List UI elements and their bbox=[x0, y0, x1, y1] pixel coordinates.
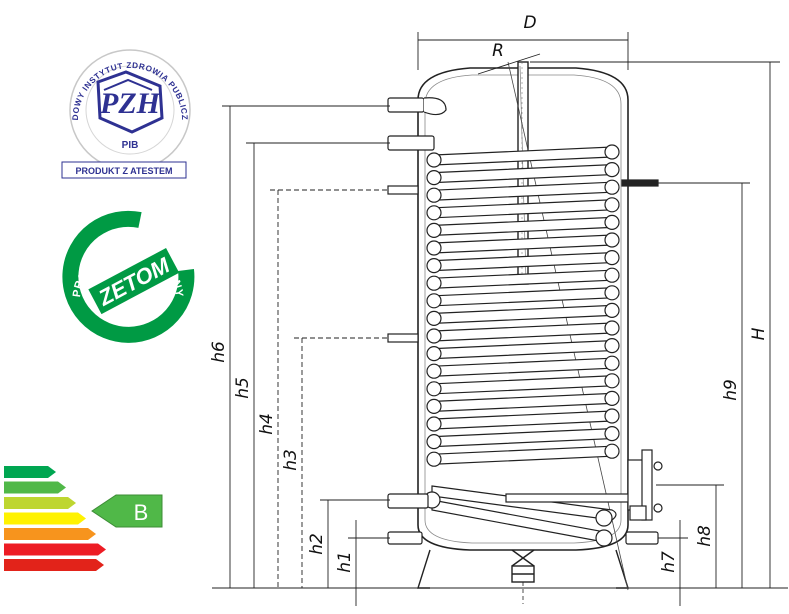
energy-scale-bar bbox=[4, 497, 76, 509]
coil-tube-section-right bbox=[604, 285, 620, 301]
pzh-badge-inner-ring bbox=[85, 65, 175, 155]
coil-tube-section-left bbox=[426, 328, 442, 344]
connection-sensor-upper bbox=[387, 185, 419, 195]
energy-scale-bar bbox=[4, 559, 104, 571]
coil-turn bbox=[433, 357, 613, 377]
zetom-logo-box bbox=[88, 248, 180, 315]
dimension-lines bbox=[222, 32, 780, 606]
connection-circulation bbox=[387, 333, 419, 343]
coil-tube-section-left bbox=[426, 205, 442, 221]
zetom-badge-ring bbox=[62, 210, 195, 343]
coil-tube-section-right bbox=[604, 214, 620, 230]
pzh-monogram-icon bbox=[96, 70, 164, 134]
pipe-connections bbox=[387, 97, 659, 545]
dim-label-R: R bbox=[492, 41, 504, 61]
dim-label-h1: h1 bbox=[335, 551, 355, 573]
coil-turn bbox=[433, 287, 613, 307]
coil-turn bbox=[433, 339, 613, 360]
pzh-banner-box bbox=[61, 161, 187, 179]
coil-turn bbox=[433, 445, 613, 465]
dim-label-h8: h8 bbox=[695, 525, 715, 547]
coil-tube-section-right bbox=[604, 144, 620, 160]
coil-tube-section-right bbox=[604, 320, 620, 336]
energy-efficiency-scale bbox=[4, 466, 106, 571]
dim-R-leader bbox=[477, 53, 541, 75]
coil-tube-section-right bbox=[604, 232, 620, 248]
dim-label-h6: h6 bbox=[209, 341, 229, 363]
lower-heating-coil bbox=[423, 485, 635, 547]
coil-tube-section-left bbox=[426, 416, 442, 432]
coil-tube-section-right bbox=[604, 355, 620, 371]
dim-label-h7: h7 bbox=[659, 551, 679, 573]
heater-element-rod bbox=[505, 493, 635, 503]
coil-turn bbox=[433, 410, 613, 430]
coil-tube-section-left bbox=[426, 310, 442, 326]
energy-scale-bar bbox=[4, 543, 106, 556]
coil-tube-section-left bbox=[426, 398, 442, 414]
coil-turn bbox=[433, 322, 613, 342]
heater-flange bbox=[627, 449, 663, 521]
coil-tube-section-left bbox=[426, 187, 442, 203]
coil-tube-section-left bbox=[426, 240, 442, 256]
connection-coil-return bbox=[387, 493, 429, 509]
pzh-sub-label: PIB bbox=[122, 140, 139, 151]
energy-scale-bar bbox=[4, 466, 56, 478]
tank-leg-left bbox=[417, 549, 431, 589]
coil-tube-section-right bbox=[604, 197, 620, 213]
coil-turn bbox=[433, 375, 613, 395]
coil-tube-section-right bbox=[604, 390, 620, 406]
connection-sensor-right bbox=[621, 179, 659, 187]
coil-turn bbox=[433, 427, 613, 448]
pzh-certificate-badge: NARODOWY INSTYTUT ZDROWIA PUBLICZNEGO PZ… bbox=[0, 0, 191, 179]
coil-tube-section-left bbox=[426, 170, 442, 186]
energy-scale-bar bbox=[4, 481, 66, 494]
coil-tube-section-left bbox=[426, 293, 442, 309]
coil-tube-section-right bbox=[604, 302, 620, 318]
coil-tube-section-left bbox=[426, 381, 442, 397]
coil-tube-section-right bbox=[604, 179, 620, 195]
coil-tube-section-left bbox=[426, 363, 442, 379]
pzh-monogram: PZH bbox=[99, 87, 162, 120]
coil-tube-section-left bbox=[426, 451, 442, 467]
tank-shell bbox=[417, 67, 629, 551]
dim-label-h9: h9 bbox=[721, 379, 741, 401]
connection-cold-water-inlet bbox=[387, 531, 423, 545]
dim-label-D: D bbox=[523, 13, 536, 33]
connection-right-lower bbox=[625, 531, 659, 545]
coil-tube-section-right bbox=[604, 373, 620, 389]
coil-tube-section-right bbox=[604, 426, 620, 442]
coil-turn bbox=[433, 392, 613, 413]
coil-tube-section-left bbox=[426, 222, 442, 238]
coil-tube-section-left bbox=[426, 346, 442, 362]
coil-tube-section-left bbox=[426, 258, 442, 274]
coil-turn bbox=[433, 304, 613, 325]
energy-class-value: B bbox=[134, 500, 149, 525]
energy-scale-bar bbox=[4, 528, 96, 540]
coil-tube-section-right bbox=[604, 338, 620, 354]
dim-label-h3: h3 bbox=[281, 449, 301, 471]
coil-tube-section-right bbox=[604, 267, 620, 283]
coil-tube-section-left bbox=[426, 434, 442, 450]
energy-scale-bar bbox=[4, 512, 86, 525]
coil-tube-section-right bbox=[604, 162, 620, 178]
coil-tube-section-left bbox=[426, 275, 442, 291]
dim-label-h4: h4 bbox=[257, 413, 277, 435]
energy-class-arrow bbox=[91, 494, 163, 528]
connection-coil-supply bbox=[387, 135, 435, 151]
dim-label-h5: h5 bbox=[233, 377, 253, 399]
coil-tube-section-right bbox=[604, 443, 620, 459]
pzh-banner-text: PRODUKT Z ATESTEM bbox=[76, 166, 173, 176]
heating-coil bbox=[426, 144, 620, 467]
coil-tube-section-left bbox=[426, 152, 442, 168]
coil-tube-section-right bbox=[604, 250, 620, 266]
dim-label-h2: h2 bbox=[307, 533, 327, 555]
coil-tube-section-right bbox=[604, 408, 620, 424]
zetom-tested-badge: PRODUKT SPRAWDZONY ZETOM bbox=[62, 210, 195, 343]
energy-class-pointer: B bbox=[91, 494, 163, 528]
dim-label-H: H bbox=[749, 327, 769, 340]
connection-hot-water-outlet bbox=[387, 97, 425, 113]
tank-inner-wall bbox=[424, 74, 622, 544]
